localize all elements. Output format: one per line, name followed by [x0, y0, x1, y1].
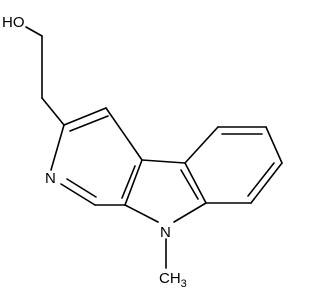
bond-c6-c7 — [265, 126, 283, 164]
bond-lines — [25, 26, 283, 269]
bond-c2-c3 — [41, 97, 65, 126]
hydroxyl-label: HO — [2, 14, 25, 31]
bond-c9a-n9 — [124, 204, 159, 223]
bond-c8a-c4b-double — [180, 169, 199, 200]
bond-c4b-c5 — [184, 126, 219, 164]
bond-c7-c8-double — [247, 162, 275, 197]
bond-c3-n2 — [50, 124, 65, 171]
methyl-main: CH — [159, 270, 181, 287]
pyridine-nitrogen-label: N — [45, 170, 56, 187]
methyl-label: CH3 — [159, 270, 187, 290]
bond-c7-c8 — [250, 162, 283, 204]
bond-c8a-c4b — [184, 162, 207, 204]
bond-c4a-c9a-double — [121, 165, 136, 199]
indole-nitrogen-label: N — [160, 224, 171, 241]
atom-labels: HO N N CH3 — [2, 14, 187, 290]
structure-canvas: HO N N CH3 — [2, 14, 283, 290]
bond-c4-c4a — [105, 107, 143, 161]
bond-n2-c1ring — [60, 183, 96, 206]
bond-n2-c1ring-double — [66, 178, 97, 198]
molecule-structure: HO N N CH3 — [2, 14, 283, 290]
methyl-subscript: 3 — [181, 278, 187, 290]
bond-c3-c4 — [63, 107, 107, 126]
bond-c3-c4-double — [69, 115, 109, 132]
bond-c4a-c4b — [141, 159, 186, 164]
bond-c4a-c9a — [124, 159, 143, 206]
bond-o-c1 — [25, 26, 43, 37]
bond-n9-c8a — [173, 202, 207, 223]
